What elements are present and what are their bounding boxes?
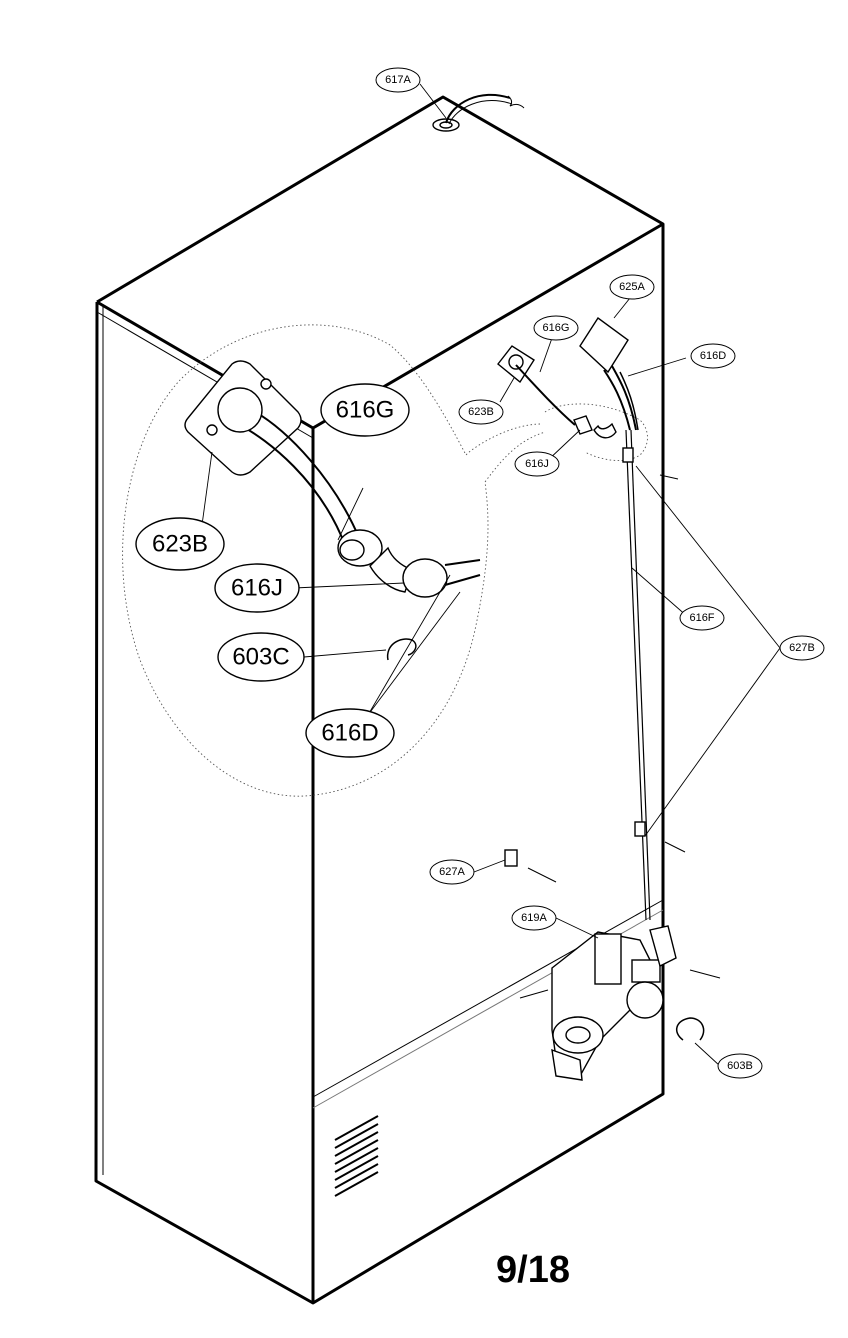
fill-tube-bracket-small (497, 345, 617, 439)
svg-text:616G: 616G (543, 322, 570, 334)
svg-text:603C: 603C (232, 643, 289, 670)
label-616D-large: 616D (305, 708, 395, 758)
label-603C-large: 603C (217, 632, 305, 682)
label-627B: 627B (779, 635, 825, 661)
inlet-tube-grommet (432, 93, 525, 132)
svg-text:625A: 625A (619, 281, 645, 293)
label-616F: 616F (679, 605, 725, 631)
water-filter-625A (579, 316, 639, 431)
svg-text:617A: 617A (385, 74, 411, 86)
svg-text:623B: 623B (468, 406, 494, 418)
label-616J-large: 616J (214, 563, 300, 613)
water-line-616F (622, 429, 686, 921)
svg-text:616G: 616G (336, 396, 395, 423)
label-623B-small: 623B (458, 399, 504, 425)
label-627A: 627A (429, 859, 475, 885)
svg-text:623B: 623B (152, 530, 208, 557)
clip-603B (675, 1017, 705, 1041)
label-616G-large: 616G (320, 383, 410, 437)
svg-text:616F: 616F (689, 612, 714, 624)
label-616G-small: 616G (533, 315, 579, 341)
label-616D-small: 616D (690, 343, 736, 369)
svg-text:616J: 616J (525, 458, 549, 470)
detail-fill-tube-assembly (184, 360, 481, 661)
vent-grille (334, 1115, 379, 1197)
svg-text:619A: 619A (521, 912, 547, 924)
svg-text:616D: 616D (321, 719, 378, 746)
label-623B-large: 623B (135, 517, 225, 571)
water-valve-619A (519, 925, 721, 1081)
label-625A: 625A (609, 274, 655, 300)
svg-text:616J: 616J (231, 574, 283, 601)
label-617A: 617A (375, 67, 421, 93)
svg-text:616D: 616D (700, 350, 726, 362)
leader-lines (201, 83, 781, 1067)
svg-text:627B: 627B (789, 642, 815, 654)
page-number: 9/18 (496, 1249, 570, 1291)
svg-text:627A: 627A (439, 866, 465, 878)
label-616J-small: 616J (514, 451, 560, 477)
label-603B: 603B (717, 1053, 763, 1079)
clamp-627A (504, 849, 557, 883)
svg-text:603B: 603B (727, 1060, 753, 1072)
label-619A: 619A (511, 905, 557, 931)
